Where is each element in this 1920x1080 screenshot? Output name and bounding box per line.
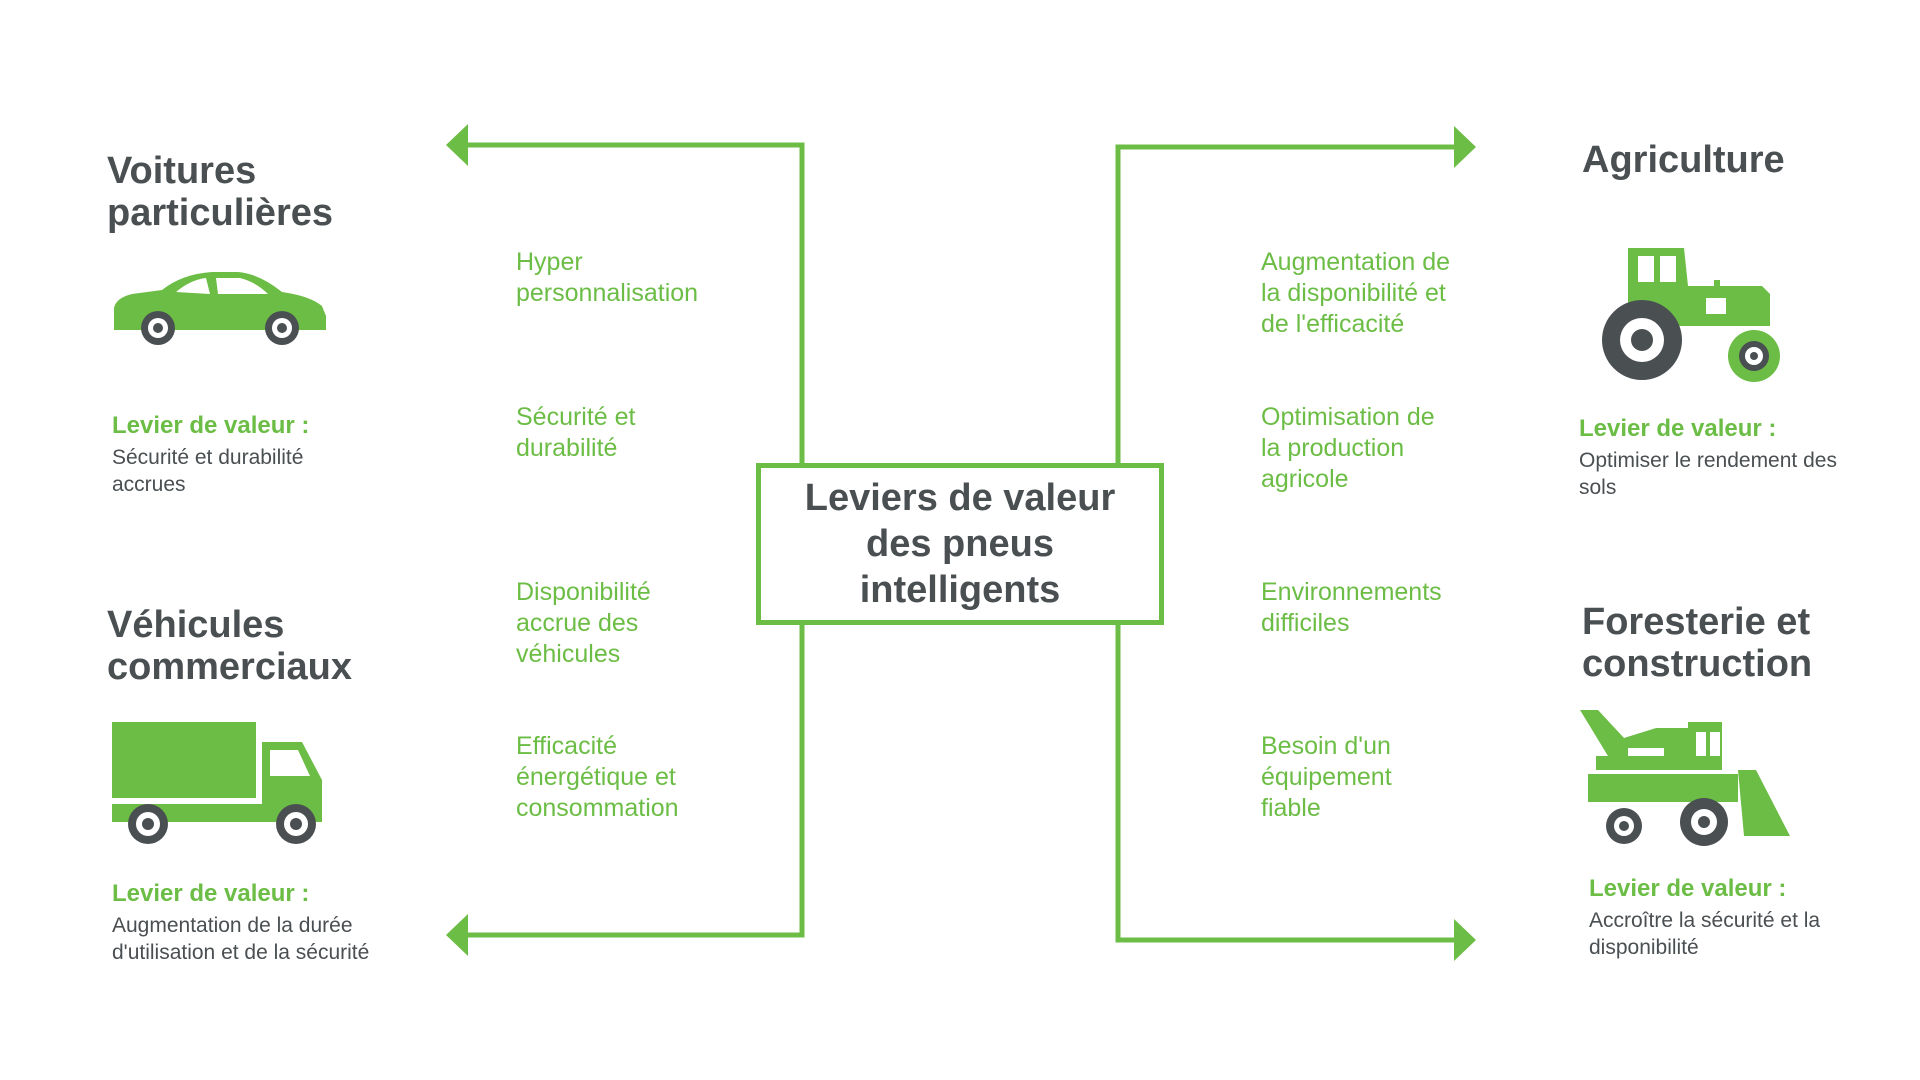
segment-title-cars: Voitures particulières (107, 150, 333, 234)
construction-machine-icon (1580, 710, 1790, 846)
lever-label-agriculture: Levier de valeur : (1579, 415, 1777, 442)
arrow-head-top-left (446, 124, 468, 166)
car-icon (114, 272, 326, 345)
lever-text-commercial: Augmentation de la durée d'utilisation e… (112, 914, 370, 964)
segment-title-commercial: Véhicules commerciaux (107, 604, 353, 688)
tractor-icon (1602, 248, 1780, 382)
right-driver-2: Optimisation de la production agricole (1261, 403, 1435, 493)
center-title-box: Leviers de valeur des pneus intelligents (756, 463, 1164, 625)
lever-label-forestry: Levier de valeur : (1589, 875, 1787, 902)
left-driver-3: Disponibilité accrue des véhicules (516, 578, 651, 668)
left-driver-4: Efficacité énergétique et consommation (516, 732, 679, 822)
lever-text-agriculture: Optimiser le rendement des sols (1579, 449, 1837, 499)
segment-title-agriculture: Agriculture (1582, 139, 1785, 181)
center-title: Leviers de valeur des pneus intelligents (804, 477, 1116, 611)
lever-label-cars: Levier de valeur : (112, 412, 310, 439)
right-driver-4: Besoin d'un équipement fiable (1261, 732, 1392, 822)
right-driver-3: Environnements difficiles (1261, 578, 1442, 637)
connector-bottom-right (1115, 625, 1455, 943)
lever-text-cars: Sécurité et durabilité accrues (112, 446, 304, 496)
left-driver-2: Sécurité et durabilité (516, 403, 636, 462)
lever-label-commercial: Levier de valeur : (112, 880, 310, 907)
left-driver-1: Hyper personnalisation (516, 248, 699, 307)
segment-title-forestry: Foresterie et construction (1582, 601, 1813, 685)
arrow-head-top-right (1454, 126, 1476, 168)
arrow-head-bottom-left (446, 914, 468, 956)
connector-top-right (1115, 144, 1455, 463)
connector-bottom-left (465, 625, 805, 938)
lever-text-forestry: Accroître la sécurité et la disponibilit… (1589, 909, 1821, 959)
truck-icon (112, 722, 322, 844)
arrow-head-bottom-right (1454, 919, 1476, 961)
right-driver-1: Augmentation de la disponibilité et de l… (1261, 248, 1451, 338)
connector-top-left (465, 142, 805, 463)
